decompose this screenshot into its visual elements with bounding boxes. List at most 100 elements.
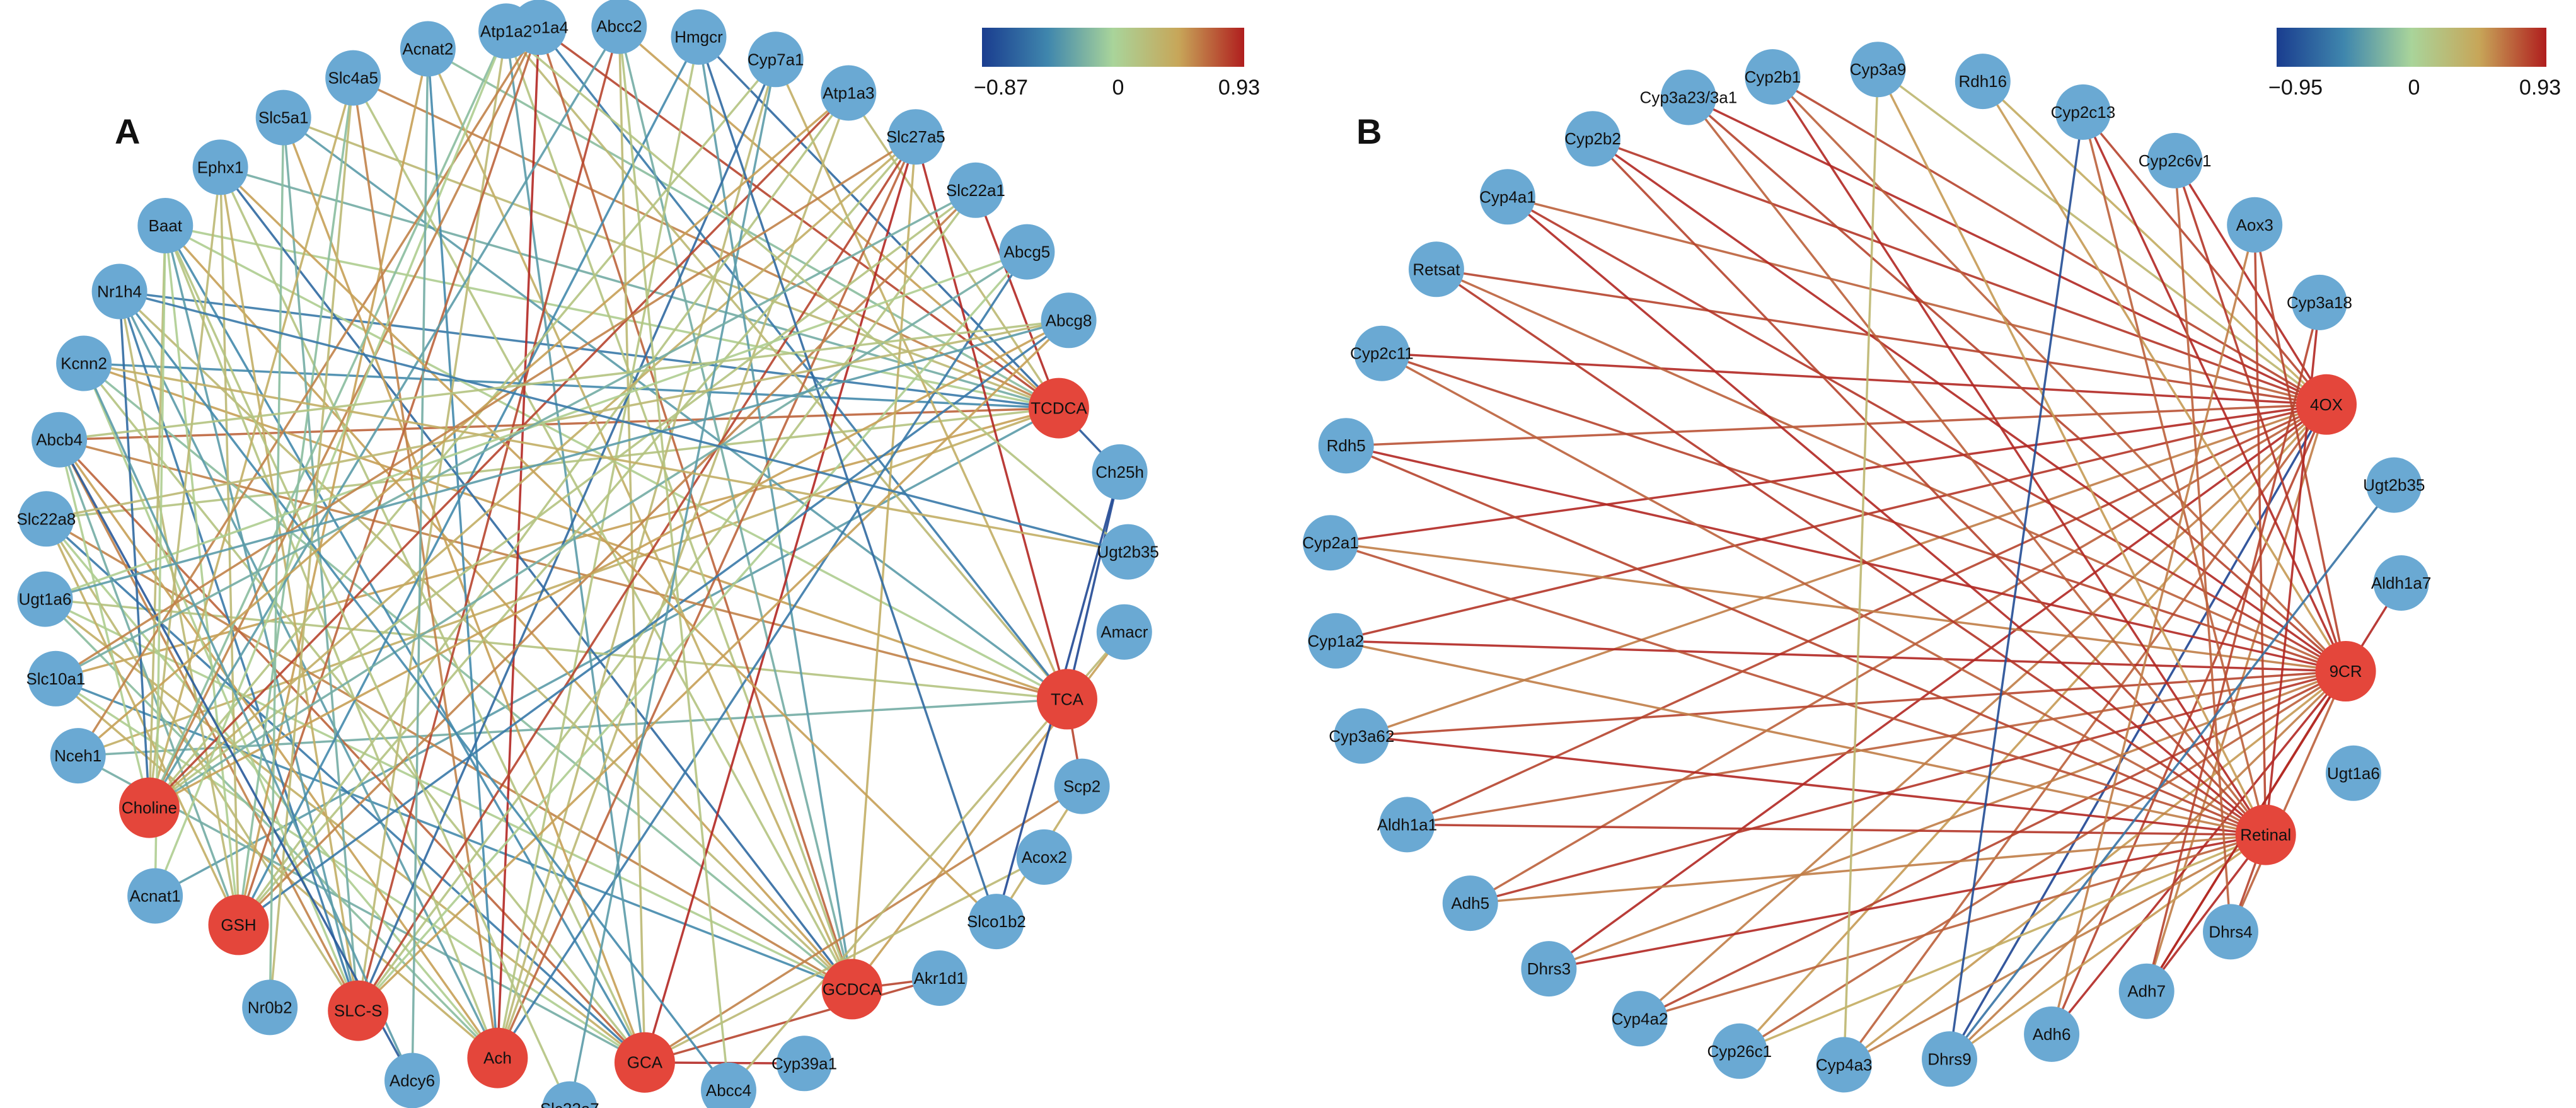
node-label-cyp4a2: Cyp4a2 [1612,1009,1668,1028]
node-cyp1a2: Cyp1a2 [1307,613,1364,669]
node-acnat1: Acnat1 [127,868,183,924]
node-circle-cyp1a2 [1308,613,1364,669]
edge-retinal-aox3 [2253,224,2267,835]
node-slc22a7: Slc22a7 [540,1081,599,1108]
node-label-ugt2b35: Ugt2b35 [1097,543,1159,562]
node-kcnn2: Kcnn2 [56,335,112,391]
edge-gcdca-slc4a5 [352,77,853,990]
node-label-dhrs4: Dhrs4 [2209,922,2252,941]
colorbar-mid-label-a: 0 [1112,76,1124,100]
edge-slc-s-baat [164,225,359,1012]
node-label-adh5: Adh5 [1451,894,1489,913]
edge-gsh-slco1a4 [237,26,540,925]
node-label-hmgcr: Hmgcr [674,28,723,47]
edge-gca-acox2 [644,856,1045,1064]
node-circle-abcc2 [591,0,647,54]
node-circle-abcg8 [1041,292,1097,349]
node-gca: GCA [614,1032,675,1093]
edge-gcdca-hmgcr [697,37,853,990]
edge-layer-b [1330,68,2403,1066]
node-circle-aldh1a1 [1379,797,1435,853]
edge-gca-slc5a1 [282,117,646,1063]
node-circle-cyp3a9 [1850,42,1906,98]
edge-4ox-retsat [1436,268,2327,406]
node-circle-slc22a7 [541,1081,598,1108]
edge-tca-ch25h [1066,471,1121,700]
colorbar-max-label-b: 0.93 [2519,76,2561,100]
edge-retinal-cyp4a1 [1506,195,2267,836]
edge-ach-baat [164,225,499,1059]
colorbar-b: −0.95 0 0.93 [2268,28,2561,100]
node-label-cyp1a2: Cyp1a2 [1307,632,1364,650]
node-9cr: 9CR [2315,641,2376,701]
node-circle-ephx1 [192,139,248,195]
edge-tcdca-slc5a1 [283,116,1060,410]
node-circle-amacr [1096,604,1152,660]
node-circle-acnat1 [127,868,183,924]
node-circle-retinal [2235,804,2296,865]
node-cyp4a2: Cyp4a2 [1612,991,1668,1047]
node-circle-cyp2a1 [1303,515,1358,571]
edge-9cr-retsat [1436,268,2347,672]
edge-gsh-acnat2 [237,49,429,925]
edge-tca-baat [165,224,1068,700]
edge-retinal-cyp2b1 [1771,76,2267,836]
node-label-cyp2a1: Cyp2a1 [1302,533,1359,552]
node-circle-cyp7a1 [748,32,804,88]
node-label-atp1a3: Atp1a3 [823,84,874,103]
node-circle-nr0b2 [242,979,298,1036]
colorbar-min-label-a: −0.87 [974,76,1028,100]
node-circle-cyp3a18 [2291,274,2347,330]
node-label-ephx1: Ephx1 [197,158,244,176]
node-circle-slc10a1 [28,650,84,707]
node-abcc4: Abcc4 [701,1062,756,1108]
edge-layer-a [44,25,1129,1108]
node-circle-4ox [2296,374,2357,435]
node-cyp3a62: Cyp3a62 [1329,708,1394,764]
node-circle-ach [467,1027,528,1088]
edge-gca-baat [164,225,646,1063]
edge-9cr-dhrs3 [1548,670,2347,970]
edge-choline-baat [148,225,167,808]
edge-slc-s-cyp7a1 [357,59,777,1012]
edge-ach-nr1h4 [118,291,499,1059]
node-circle-cyp3a62 [1334,708,1390,764]
node-label-cyp2c6v1: Cyp2c6v1 [2139,151,2212,170]
node-circle-adh5 [1442,875,1498,932]
edge-gsh-abcg8 [238,319,1070,926]
node-label-nceh1: Nceh1 [54,746,101,765]
node-circle-acnat2 [400,21,456,77]
node-ugt2b35: Ugt2b35 [1097,524,1159,580]
node-label-ach: Ach [483,1049,512,1068]
node-ugt1a6: Ugt1a6 [17,571,73,627]
node-circle-nceh1 [50,728,106,784]
colorbar-min-label-b: −0.95 [2268,76,2323,100]
edge-atp1a2-ugt2b35 [505,30,1129,553]
node-gsh: GSH [208,894,269,955]
node-label-slc4a5: Slc4a5 [328,69,378,88]
edge-gsh-slc4a5 [237,78,354,925]
node-cyp2c13: Cyp2c13 [2051,84,2115,140]
node-label-gsh: GSH [221,915,256,934]
edge-9cr-cyp2b2 [1591,137,2347,672]
edge-retinal-cyp4a3 [1843,834,2267,1066]
node-label-amacr: Amacr [1100,623,1148,642]
node-abcg5: Abcg5 [999,224,1055,280]
node-cyp2b2: Cyp2b2 [1564,111,1621,167]
node-circle-acox2 [1016,829,1072,885]
node-label-retinal: Retinal [2240,826,2291,845]
edge-choline-atp1a3 [148,92,850,809]
node-circle-cyp2b1 [1745,49,1801,105]
edge-4ox-cyp4a3 [1843,403,2328,1066]
edge-ach-slc10a1 [55,678,499,1059]
node-atp1a3: Atp1a3 [821,65,877,121]
node-circle-rdh16 [1955,54,2011,110]
node-aox3: Aox3 [2227,197,2283,253]
node-label-cyp26c1: Cyp26c1 [1707,1042,1772,1061]
node-circle-ugt1a6 [2325,745,2381,801]
node-circle-cyp3a23-3a1 [1660,69,1716,125]
edge-tcdca-ephx1 [220,166,1060,410]
